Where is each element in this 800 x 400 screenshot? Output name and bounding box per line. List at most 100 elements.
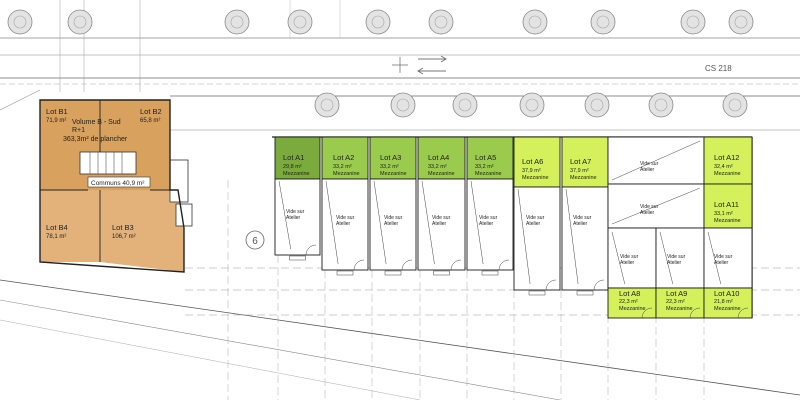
tree-canopy <box>67 9 93 35</box>
lot-a4-area: 33,2 m² <box>428 164 447 170</box>
lot-a4-mezz: Mezzanine <box>428 171 455 177</box>
cross-marker-icon <box>392 57 408 73</box>
lot-a11-name: Lot A11 <box>714 200 739 209</box>
tree-icon <box>428 9 454 35</box>
lot-a3-mezzanine <box>369 136 417 180</box>
vide-a1-2: Atelier <box>286 215 301 221</box>
lot-b2-name: Lot B2 <box>140 107 162 116</box>
tree-canopy <box>680 9 706 35</box>
lot-a12-area: 32,4 m² <box>714 164 733 170</box>
building-a <box>272 136 753 319</box>
lot-a7-area: 37,9 m² <box>570 168 589 174</box>
vide-a7-1: Vide sur <box>573 215 592 221</box>
volume-area: 363,3m² de plancher <box>63 136 128 143</box>
lot-a5-step <box>481 270 499 276</box>
tree-canopy <box>452 92 478 118</box>
lot-a2-stair-line <box>325 180 339 265</box>
lot-a10-mezzanine <box>703 287 753 319</box>
tree-canopy <box>428 9 454 35</box>
tree-canopy <box>722 92 748 118</box>
lot-a5-atelier <box>466 178 514 271</box>
lot-a8-door-swing <box>641 307 653 319</box>
lot-a6-mezz: Mezzanine <box>522 175 549 181</box>
lot-a10-atelier <box>703 227 753 289</box>
vide-a3-1: Vide sur <box>384 215 403 221</box>
lot-a3-step <box>384 270 402 276</box>
lot-a1-area: 29,8 m² <box>283 164 302 170</box>
tree-icon <box>7 9 33 35</box>
lot-a1-mezzanine <box>274 136 321 180</box>
lot-a9-atelier <box>655 227 705 289</box>
lot-a6-name: Lot A6 <box>522 157 543 166</box>
vide-a1-1: Vide sur <box>286 209 305 215</box>
vide-a3-2: Atelier <box>384 221 399 227</box>
lot-a1-stair-line <box>278 180 291 250</box>
trees <box>7 9 754 118</box>
lot-a4-atelier <box>417 178 466 271</box>
tree-icon <box>287 9 313 35</box>
lot-b4-fill <box>40 190 100 262</box>
lot-a6-step <box>528 290 546 296</box>
lot-b3-area: 106,7 m² <box>112 234 136 240</box>
tree-canopy <box>287 9 313 35</box>
lot-a10-name: Lot A10 <box>714 289 739 298</box>
lot-a6-door-swing <box>545 279 557 291</box>
street-area: CS 218 <box>0 0 800 131</box>
tree-core <box>230 15 244 29</box>
vide-a9-1: Vide sur <box>667 254 686 260</box>
lot-a6-atelier <box>513 186 561 291</box>
tree-canopy <box>584 92 610 118</box>
lot-a9-stair-line <box>659 231 674 285</box>
tree-core <box>73 15 87 29</box>
vide-a10-2: Atelier <box>714 260 729 266</box>
vide-a7-2: Atelier <box>573 221 588 227</box>
lot-a7-door-swing <box>593 279 605 291</box>
lot-a3-name: Lot A3 <box>380 153 401 162</box>
tree-canopy <box>728 9 754 35</box>
vide-a8-1: Vide sur <box>620 254 639 260</box>
lot-a7-atelier <box>561 186 609 291</box>
lot-a5-door-swing <box>498 259 510 271</box>
tree-core <box>396 98 410 112</box>
tree-icon <box>452 92 478 118</box>
vide-a8-2: Atelier <box>620 260 635 266</box>
communs-label: Communs 40,9 m² <box>91 180 145 187</box>
tree-core <box>458 98 472 112</box>
street-label: CS 218 <box>705 64 732 73</box>
building-b: Lot B1 71,9 m² Lot B2 65,8 m² Volume B -… <box>39 99 193 273</box>
tree-icon <box>728 9 754 35</box>
lot-a9-mezzanine <box>655 287 705 319</box>
lot-a6-stair-line <box>517 188 531 285</box>
tree-canopy <box>590 9 616 35</box>
lot-a12-mezz: Mezzanine <box>714 171 741 177</box>
lot-a3-atelier <box>369 178 417 271</box>
lot-a11-area: 33,1 m² <box>714 211 733 217</box>
tree-icon <box>722 92 748 118</box>
tree-core <box>654 98 668 112</box>
tree-icon <box>519 92 545 118</box>
tree-icon <box>584 92 610 118</box>
vide-a5-1: Vide sur <box>479 215 498 221</box>
lot-a1-door-swing <box>305 244 317 256</box>
lot-a5-area: 33,2 m² <box>475 164 494 170</box>
tree-core <box>590 98 604 112</box>
lot-a10-door-swing <box>737 307 749 319</box>
tree-core <box>320 98 334 112</box>
lot-a4-stair-line <box>421 180 435 265</box>
lot-a1-step <box>289 255 306 261</box>
tree-canopy <box>314 92 340 118</box>
lot-a7-name: Lot A7 <box>570 157 591 166</box>
lot-b4-name: Lot B4 <box>46 223 68 232</box>
tree-icon <box>522 9 548 35</box>
tree-icon <box>314 92 340 118</box>
lot-a2-mezzanine <box>321 136 369 180</box>
tree-icon <box>648 92 674 118</box>
lot-a2-door-swing <box>353 259 365 271</box>
tree-core <box>434 15 448 29</box>
tree-core <box>371 15 385 29</box>
a-lots <box>274 136 753 319</box>
lot-a2-mezz: Mezzanine <box>333 171 360 177</box>
vide-a2-1: Vide sur <box>336 215 355 221</box>
lot-a5-mezzanine <box>466 136 514 180</box>
tree-icon <box>590 9 616 35</box>
